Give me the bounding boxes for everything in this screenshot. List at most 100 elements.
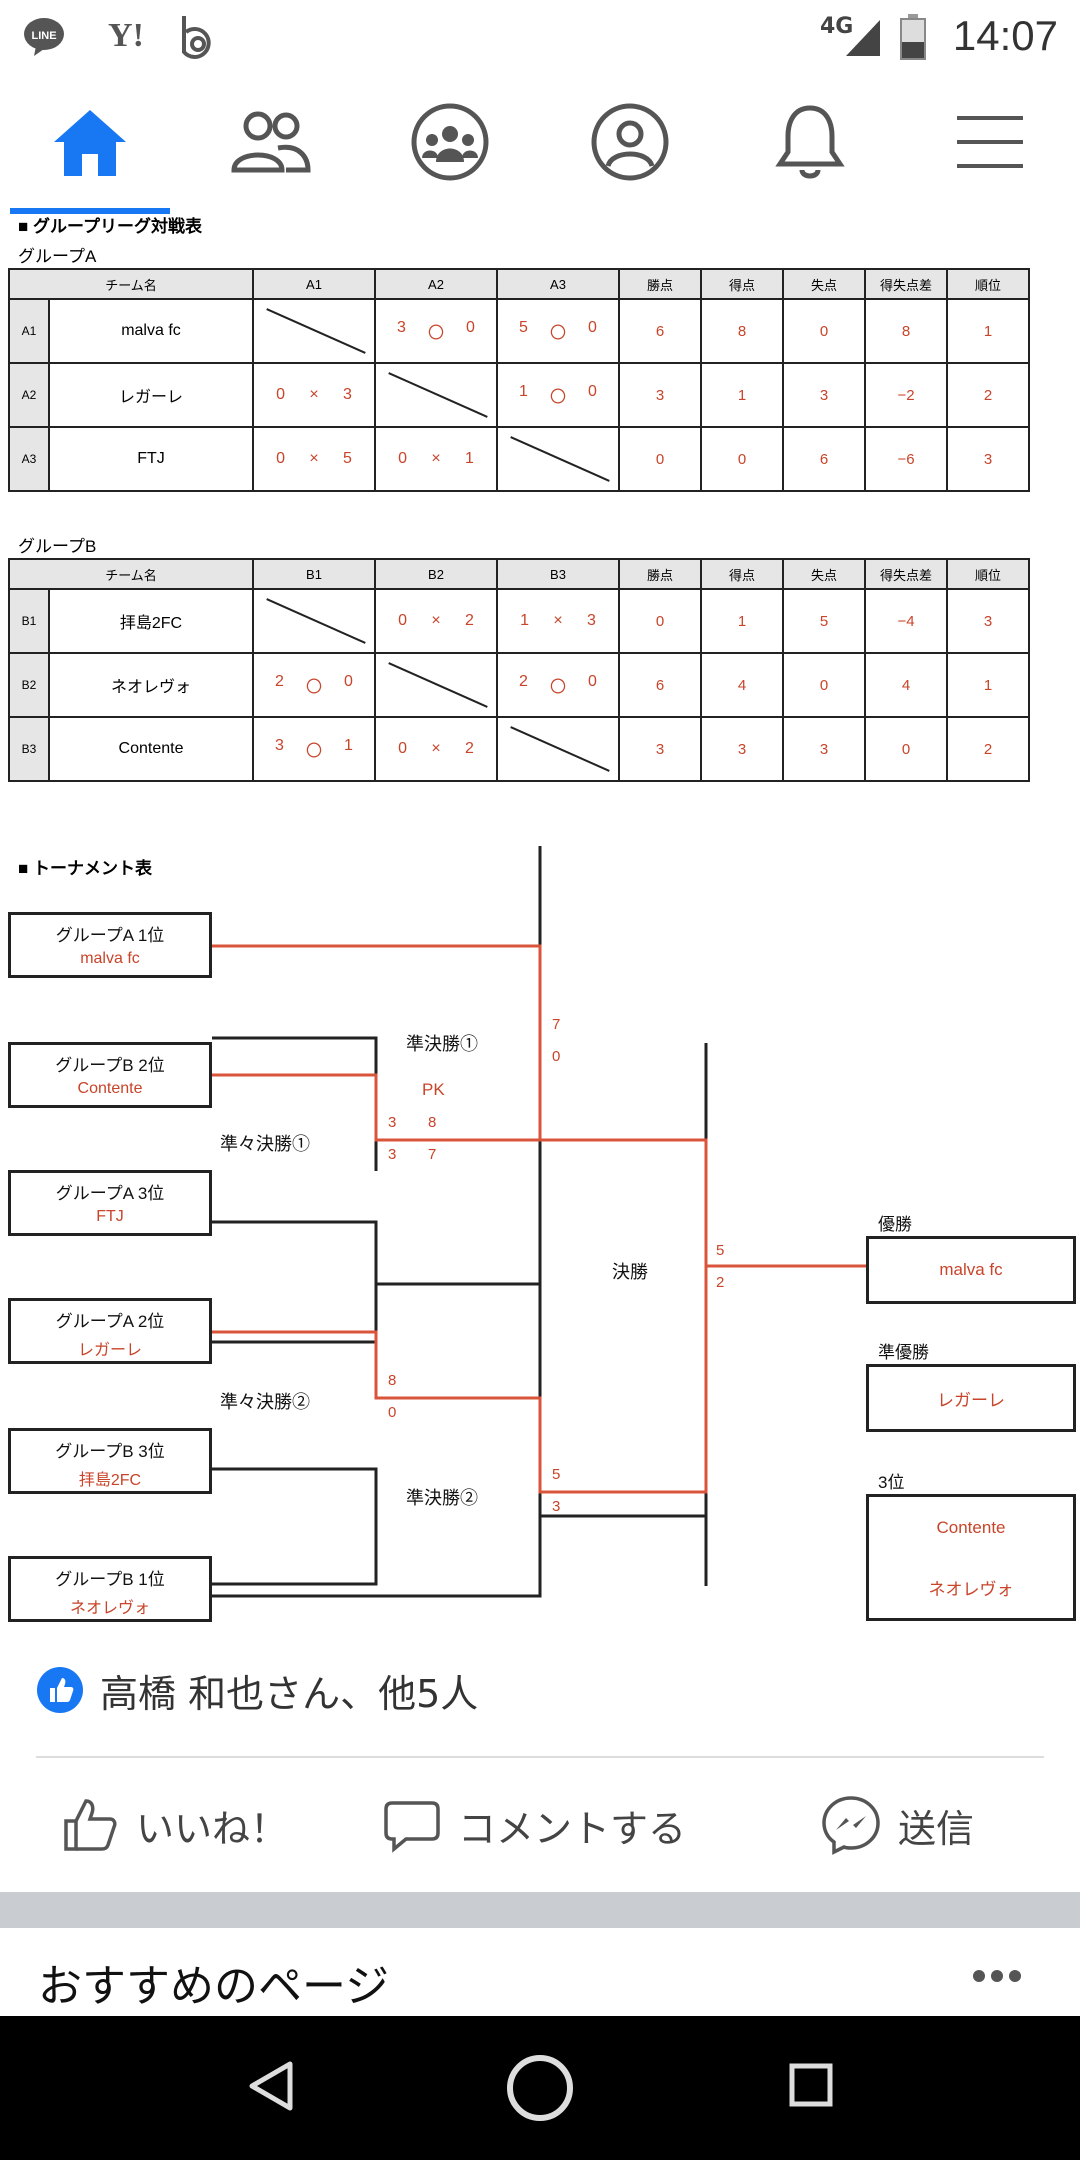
qf2-label: 準々決勝② xyxy=(220,1392,310,1412)
sf1-score-bottom: 0 xyxy=(552,1048,561,1065)
row-id: B3 xyxy=(8,716,50,782)
post-image[interactable]: ■ グループリーグ対戦表 グループA チーム名 A1 A2 A3 勝点 得点 失… xyxy=(0,216,1080,1626)
diagonal-cell xyxy=(496,426,620,492)
diagonal-cell xyxy=(374,652,498,718)
header-cell: 勝点 xyxy=(618,558,702,590)
header-team: チーム名 xyxy=(8,268,254,300)
like-reaction-icon xyxy=(37,1667,83,1713)
recents-icon xyxy=(789,2063,833,2107)
header-cell: A3 xyxy=(496,268,620,300)
goals-for: 1 xyxy=(700,362,784,428)
recents-button[interactable] xyxy=(788,2062,834,2112)
divider xyxy=(36,1756,1044,1758)
goals-against: 0 xyxy=(782,652,866,718)
third-box-1: Contente xyxy=(866,1494,1076,1562)
comment-button[interactable]: コメントする xyxy=(382,1785,686,1865)
friends-icon xyxy=(231,111,311,173)
match-score: 0×5 xyxy=(252,426,376,492)
like-label: いいね！ xyxy=(136,1806,289,1851)
header-cell: 失点 xyxy=(782,558,866,590)
likes-text: 高橋 和也さん、他5人 xyxy=(100,1671,479,1716)
more-options-icon[interactable] xyxy=(972,1968,1022,1987)
goals-against: 5 xyxy=(782,588,866,654)
battery-icon xyxy=(900,14,926,64)
reactions-summary[interactable]: 高橋 和也さん、他5人 xyxy=(36,1660,478,1720)
champion-label: 優勝 xyxy=(878,1215,912,1234)
tournament-title: ■ トーナメント表 xyxy=(18,859,152,878)
goals-for: 0 xyxy=(700,426,784,492)
row-id: A2 xyxy=(8,362,50,428)
diagonal-cell xyxy=(496,716,620,782)
nav-home-tab[interactable] xyxy=(30,92,150,192)
row-id: A1 xyxy=(8,298,50,364)
goal-diff: −6 xyxy=(864,426,948,492)
row-id: B1 xyxy=(8,588,50,654)
bell-icon xyxy=(775,105,845,179)
team-name: ネオレヴォ xyxy=(48,652,254,718)
header-cell: A2 xyxy=(374,268,498,300)
rank: 1 xyxy=(946,652,1030,718)
nav-menu-tab[interactable] xyxy=(930,92,1050,192)
goals-for: 4 xyxy=(700,652,784,718)
qf1-score-top: 3 xyxy=(388,1114,397,1131)
nav-notifications-tab[interactable] xyxy=(750,92,870,192)
header-cell: 得失点差 xyxy=(864,268,948,300)
back-button[interactable] xyxy=(246,2058,296,2118)
table-header-row: チーム名 A1 A2 A3 勝点 得点 失点 得失点差 順位 xyxy=(8,268,1030,300)
final-label: 決勝 xyxy=(612,1262,648,1282)
system-nav-bar xyxy=(0,2016,1080,2160)
nav-friends-tab[interactable] xyxy=(210,92,330,192)
header-team: チーム名 xyxy=(8,558,254,590)
team-name: Contente xyxy=(48,716,254,782)
groups-icon xyxy=(411,103,489,181)
home-button[interactable] xyxy=(504,2052,576,2128)
goal-diff: 8 xyxy=(864,298,948,364)
sf2-score-bottom: 3 xyxy=(552,1498,561,1515)
qf1-pk-bottom: 7 xyxy=(428,1146,437,1163)
sf1-pk-label: PK xyxy=(422,1080,445,1099)
goals-for: 1 xyxy=(700,588,784,654)
feed-separator xyxy=(0,1892,1080,1928)
team-name: レガーレ xyxy=(48,362,254,428)
header-cell: 勝点 xyxy=(618,268,702,300)
match-score: 1×3 xyxy=(496,588,620,654)
goals-against: 0 xyxy=(782,298,866,364)
nav-profile-tab[interactable] xyxy=(570,92,690,192)
qf2-score-bottom: 0 xyxy=(388,1404,397,1421)
bracket-slot: グループA 2位レガーレ xyxy=(8,1298,212,1364)
svg-text:LINE: LINE xyxy=(31,30,56,42)
suggested-pages-title: おすすめのページ xyxy=(38,1961,390,2012)
back-icon xyxy=(249,2061,293,2111)
table-row: A3 FTJ 0×5 0×1 0 0 6 −6 3 xyxy=(8,426,1030,492)
app-nav-bar xyxy=(0,72,1080,218)
header-cell: 得失点差 xyxy=(864,558,948,590)
bracket-lines xyxy=(212,846,866,1598)
goal-diff: 0 xyxy=(864,716,948,782)
runner-up-label: 準優勝 xyxy=(878,1343,929,1362)
group-a-title: グループA xyxy=(18,247,97,266)
qf1-pk-top: 8 xyxy=(428,1114,437,1131)
header-cell: 得点 xyxy=(700,268,784,300)
header-cell: 順位 xyxy=(946,268,1030,300)
team-name: FTJ xyxy=(48,426,254,492)
final-score-bottom: 2 xyxy=(716,1274,725,1291)
group-a-table: チーム名 A1 A2 A3 勝点 得点 失点 得失点差 順位 A1 malva … xyxy=(8,268,1030,492)
sf2-score-top: 5 xyxy=(552,1466,561,1483)
third-box-2: ネオレヴォ xyxy=(866,1556,1076,1621)
nav-groups-tab[interactable] xyxy=(390,92,510,192)
like-button[interactable]: いいね！ xyxy=(60,1785,288,1865)
yahoo-app-icon: Y! xyxy=(108,17,144,54)
send-button[interactable]: 送信 xyxy=(820,1785,974,1865)
send-label: 送信 xyxy=(898,1806,975,1851)
rank: 2 xyxy=(946,362,1030,428)
diagonal-cell xyxy=(252,298,376,364)
rank: 2 xyxy=(946,716,1030,782)
table-header-row: チーム名 B1 B2 B3 勝点 得点 失点 得失点差 順位 xyxy=(8,558,1030,590)
points: 3 xyxy=(618,716,702,782)
